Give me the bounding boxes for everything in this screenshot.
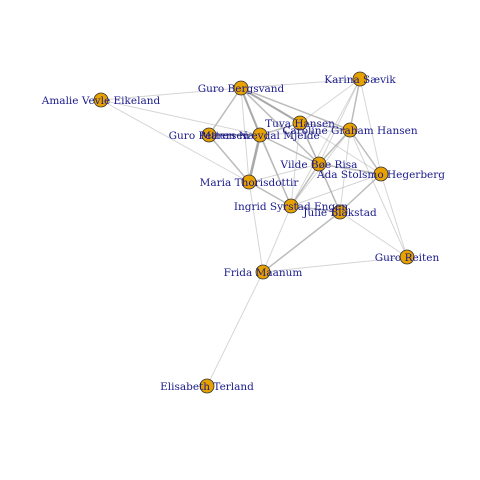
- edge-maren-vilde: [259, 134, 320, 165]
- node-label-karina: Karina Sævik: [324, 74, 396, 86]
- node-caroline: [342, 122, 358, 138]
- edge-julie-frida: [262, 211, 341, 273]
- edge-vilde-ingrid: [290, 163, 320, 207]
- node-label-maren: Maren Nævdal Mjelde: [200, 130, 320, 142]
- edge-karina-caroline: [349, 78, 361, 131]
- node-label-tuva: Tuva Hansen: [265, 118, 335, 130]
- edge-guro_b-guro_p: [208, 87, 242, 136]
- edge-tuva-caroline: [299, 122, 351, 131]
- edge-frida-elisabeth: [206, 271, 264, 387]
- edge-ingrid-frida: [262, 205, 292, 273]
- edge-caroline-vilde: [318, 129, 351, 165]
- edge-maren-caroline: [259, 129, 351, 136]
- node-julie: [332, 204, 348, 220]
- edge-guro_b-tuva: [240, 87, 301, 124]
- node-amalie: [93, 92, 109, 108]
- edge-maria-ingrid: [248, 181, 292, 207]
- edge-guro_b-vilde: [240, 87, 320, 165]
- edge-ingrid-julie: [290, 205, 341, 213]
- node-frida: [255, 264, 271, 280]
- edge-ada-ingrid: [290, 173, 382, 207]
- edge-karina-ada: [359, 78, 382, 175]
- edges-layer: [100, 78, 408, 387]
- edge-guro_p-maria: [208, 134, 250, 183]
- edge-caroline-ada: [349, 129, 382, 175]
- node-maria: [241, 174, 257, 190]
- edge-karina-tuva: [299, 78, 361, 124]
- edge-karina-ingrid: [290, 78, 361, 207]
- edge-ada-guro_r: [380, 173, 408, 258]
- node-ingrid: [283, 198, 299, 214]
- edge-vilde-maria: [248, 163, 320, 183]
- edge-amalie-guro_b: [100, 87, 242, 101]
- node-guro_r: [399, 249, 415, 265]
- node-label-julie: Julie Blakstad: [302, 207, 377, 219]
- node-elisabeth: [199, 378, 215, 394]
- edge-guro_b-caroline: [240, 87, 351, 131]
- edge-karina-vilde: [318, 78, 361, 165]
- node-label-vilde: Vilde Bøe Risa: [280, 159, 358, 171]
- node-vilde: [311, 156, 327, 172]
- edge-tuva-ada: [299, 122, 382, 175]
- node-label-frida: Frida Maanum: [224, 267, 303, 279]
- node-label-guro_b: Guro Bergsvand: [198, 83, 285, 95]
- node-maren: [252, 127, 268, 143]
- edge-frida-guro_r: [262, 256, 408, 273]
- edge-caroline-guro_r: [349, 129, 408, 258]
- edge-tuva-ingrid: [290, 122, 301, 207]
- node-guro_b: [233, 80, 249, 96]
- node-label-maria: Maria Thorisdottir: [200, 177, 300, 189]
- edge-vilde-julie: [318, 163, 341, 213]
- node-guro_p: [201, 127, 217, 143]
- edge-maren-ingrid: [259, 134, 292, 207]
- node-label-amalie: Amalie Vevle Eikeland: [41, 95, 161, 107]
- node-karina: [352, 71, 368, 87]
- node-label-guro_p: Guro Pettersen: [169, 130, 250, 142]
- edge-maria-frida: [248, 181, 264, 273]
- edge-ada-julie: [339, 173, 382, 213]
- edge-amalie-maren: [100, 99, 261, 136]
- node-ada: [373, 166, 389, 182]
- node-label-ingrid: Ingrid Syrstad Engen: [234, 201, 349, 213]
- node-label-ada: Ada Stolsmo Hegerberg: [316, 169, 445, 181]
- edge-vilde-ada: [318, 163, 382, 175]
- node-label-guro_r: Guro Reiten: [375, 252, 440, 264]
- nodes-layer: [93, 71, 415, 394]
- edge-caroline-julie: [339, 129, 351, 213]
- edge-julie-guro_r: [339, 211, 408, 258]
- node-label-elisabeth: Elisabeth Terland: [160, 381, 254, 393]
- node-tuva: [292, 115, 308, 131]
- edge-maren-maria: [247, 134, 262, 183]
- labels-layer: Amalie Vevle Eikeland Guro Bergsvand Karin…: [41, 74, 446, 393]
- edge-amalie-maria: [100, 99, 250, 183]
- node-label-caroline: Caroline Graham Hansen: [282, 125, 417, 137]
- edge-guro_b-karina: [240, 78, 361, 89]
